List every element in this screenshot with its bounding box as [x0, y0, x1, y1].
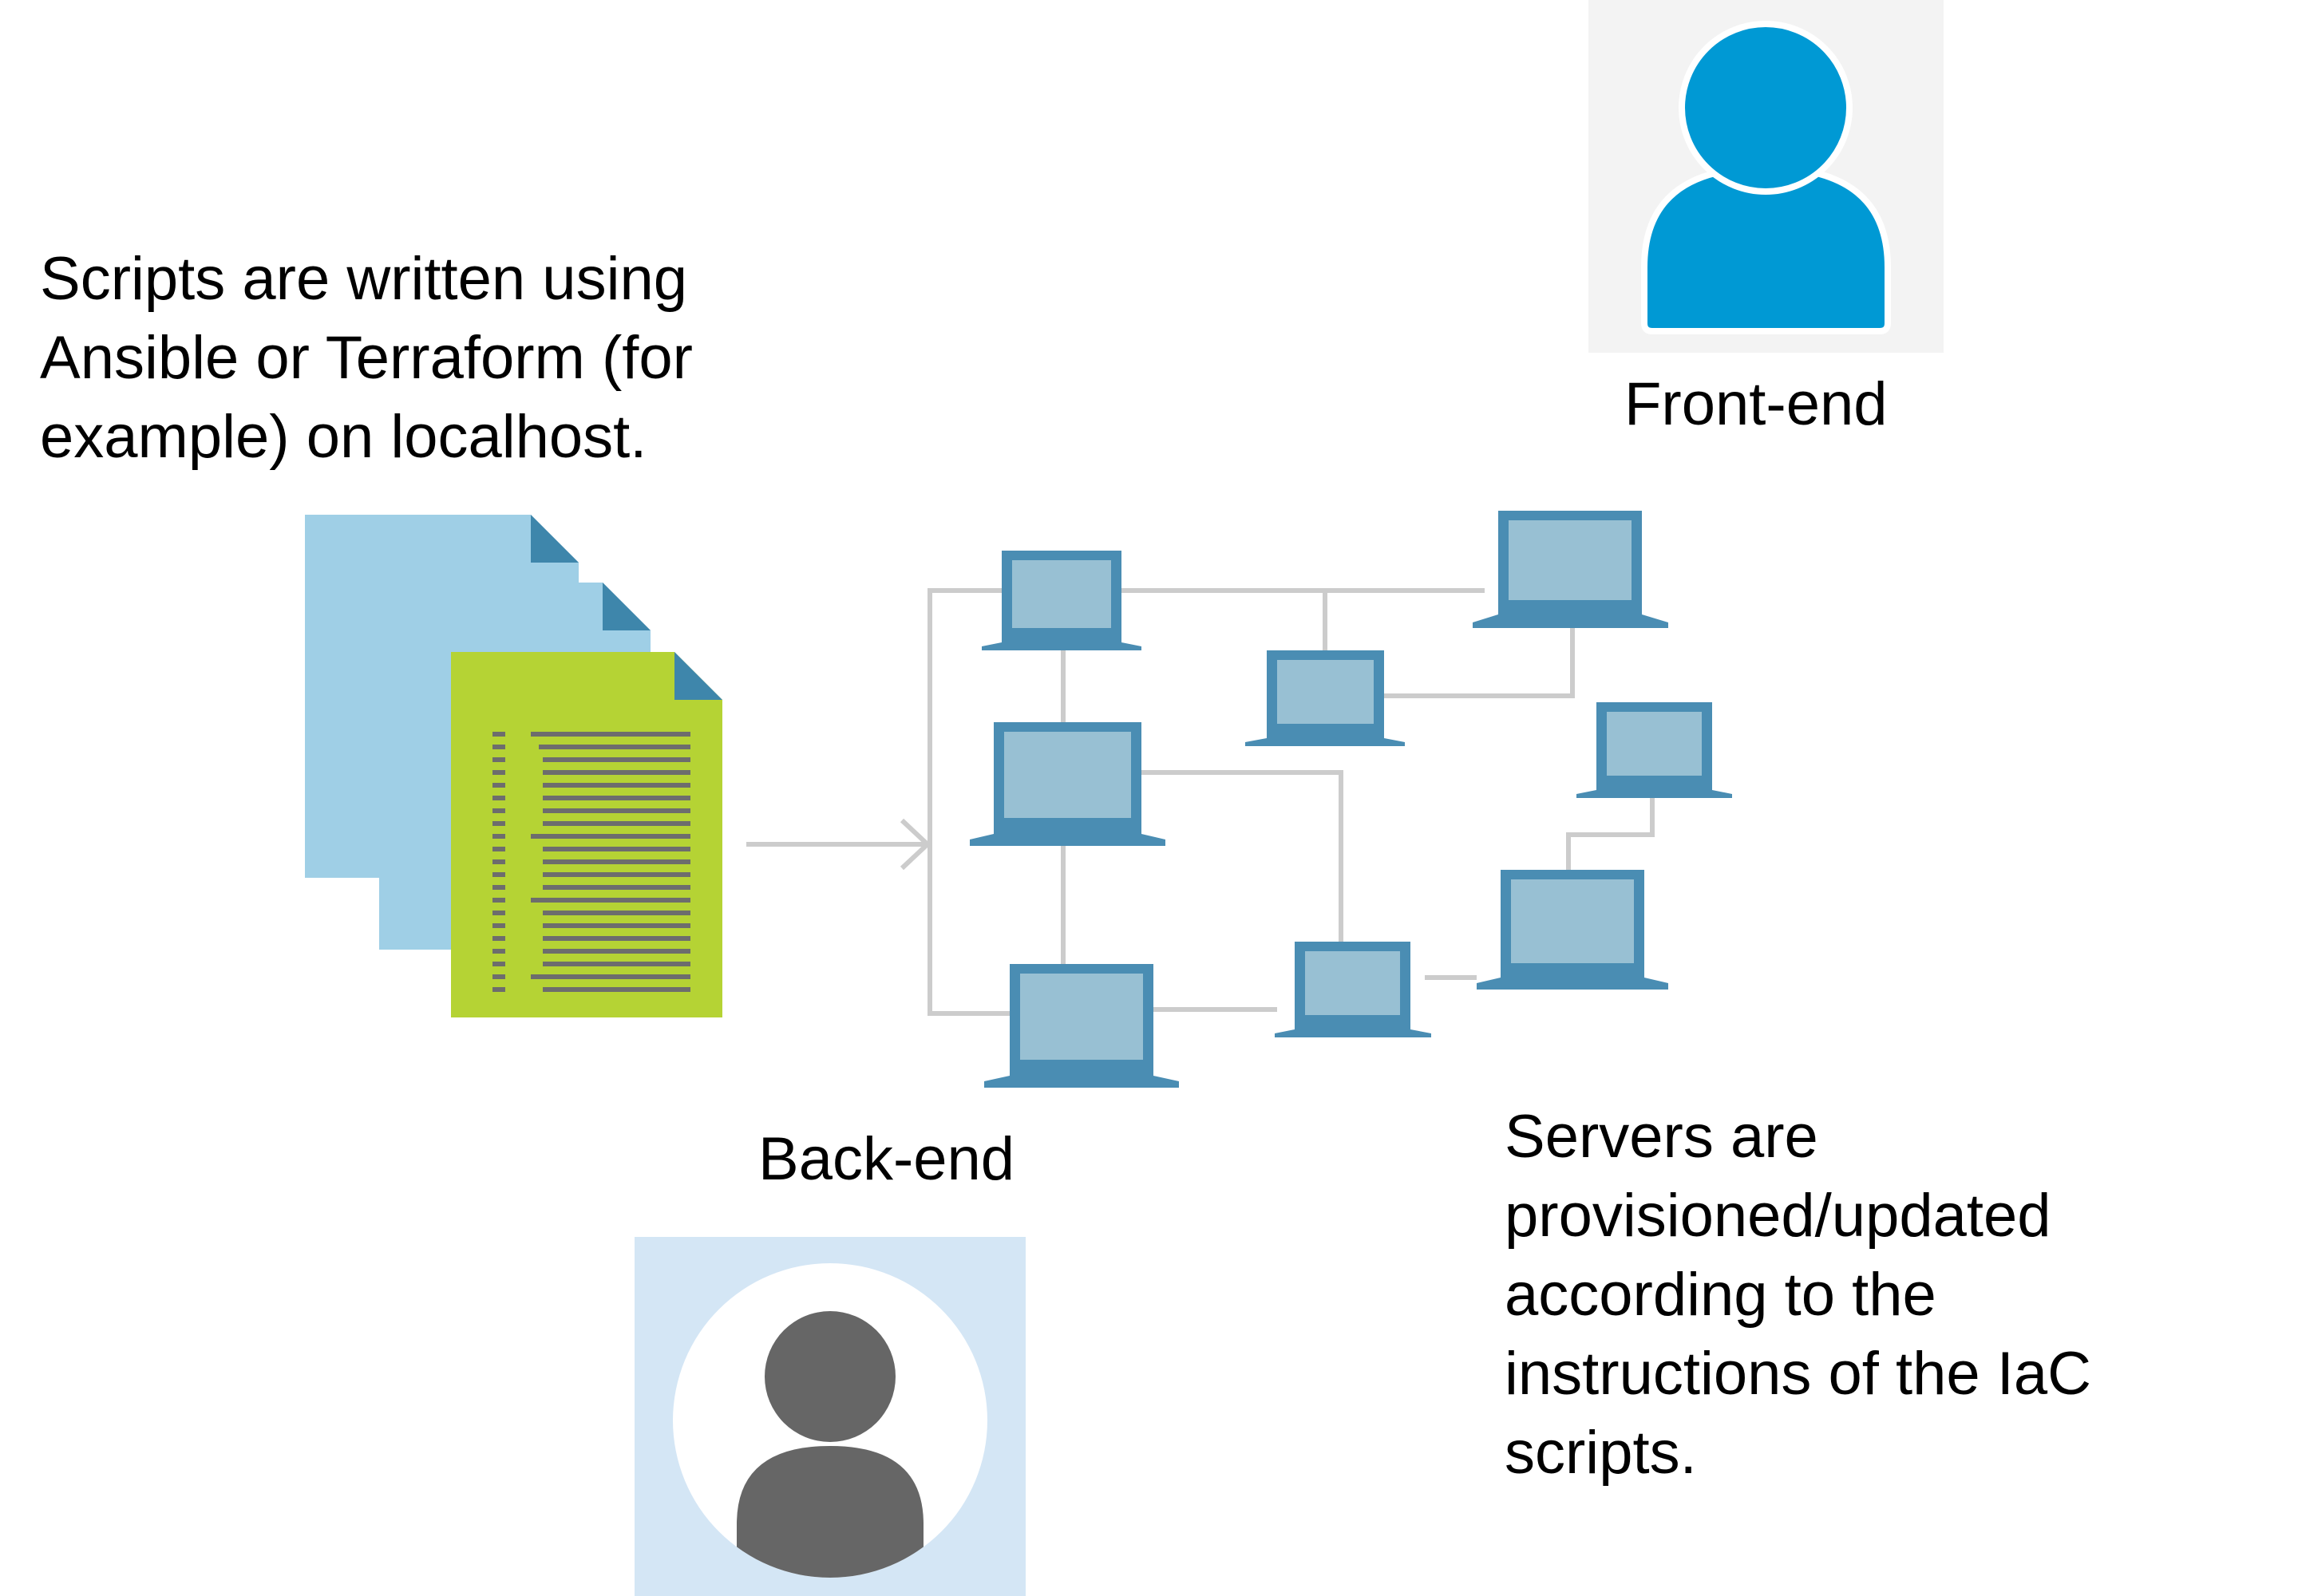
scripts-description-line: example) on localhost.	[40, 403, 647, 471]
servers-description-line: provisioned/updated	[1505, 1182, 2051, 1250]
front-end-label: Front-end	[1624, 370, 1888, 438]
laptop-icon	[1576, 702, 1732, 798]
laptop-icon	[1275, 942, 1431, 1037]
page-fold	[674, 652, 722, 700]
front-end-avatar	[1588, 0, 1944, 353]
laptop-icon	[1245, 650, 1405, 746]
laptop-icon	[1477, 870, 1668, 990]
user-icon	[1641, 21, 1891, 334]
back-end-avatar	[635, 1237, 1026, 1596]
servers-description-line: instructions of the IaC	[1505, 1340, 2092, 1408]
servers-description-line: according to the	[1505, 1261, 1936, 1329]
provision-arrow	[746, 818, 931, 871]
scripts-description-line: Scripts are written using	[40, 245, 687, 313]
laptop-icon	[984, 964, 1179, 1088]
scripts-description-line: Ansible or Terraform (for	[40, 324, 693, 392]
page-fold	[603, 583, 651, 630]
network-links	[928, 588, 1655, 1016]
page-fold	[531, 515, 579, 563]
user-icon	[673, 1263, 987, 1578]
laptop-icon	[982, 551, 1141, 650]
laptop-icon	[1473, 511, 1668, 628]
code-lines	[492, 732, 690, 992]
script-files-icon	[305, 515, 722, 1017]
laptop-icon	[970, 722, 1165, 846]
servers-description-line: Servers are	[1505, 1103, 1818, 1171]
servers-description: Servers are provisioned/updated accordin…	[1505, 1097, 2091, 1492]
scripts-description: Scripts are written using Ansible or Ter…	[40, 239, 693, 476]
servers-description-line: scripts.	[1505, 1419, 1697, 1487]
back-end-label: Back-end	[758, 1125, 1015, 1193]
